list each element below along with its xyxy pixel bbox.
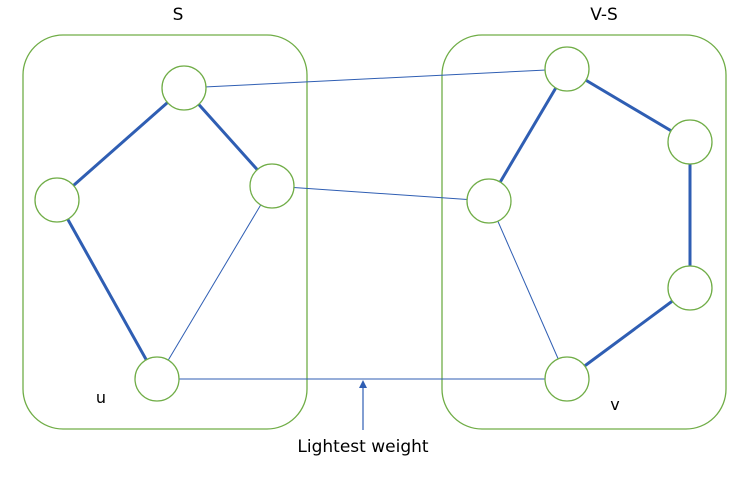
node-vs-right-bottom: [667, 265, 713, 311]
set-s-title: S: [173, 5, 184, 25]
vertex-label-u: u: [96, 388, 106, 407]
node-vs-mid: [466, 178, 512, 224]
node-s-right: [249, 163, 295, 209]
edge-vs-top-mid: [487, 68, 569, 202]
node-v: [544, 356, 590, 402]
vertex-label-v: v: [610, 395, 619, 414]
node-vs-right-top: [667, 119, 713, 165]
crossing-edge-top: [183, 68, 568, 89]
set-s-region: [22, 34, 308, 430]
edge-vs-top-right: [566, 67, 691, 144]
annotation-label: Lightest weight: [297, 437, 428, 457]
node-s-top: [161, 65, 207, 111]
edge-vs-right-bottom: [566, 286, 691, 381]
set-v-minus-s-title: V-S: [590, 5, 618, 25]
edge-s-right-bottom: [156, 185, 273, 380]
node-u: [134, 356, 180, 402]
edge-s-left-bottom: [55, 199, 159, 380]
annotation-arrow-head: [359, 380, 367, 388]
set-v-minus-s-region: [441, 34, 727, 430]
edge-s-top-left: [56, 86, 185, 202]
crossing-edge-middle: [271, 185, 490, 202]
node-s-left: [34, 177, 80, 223]
edge-vs-mid-bottom: [488, 200, 568, 380]
node-vs-top: [544, 46, 590, 92]
